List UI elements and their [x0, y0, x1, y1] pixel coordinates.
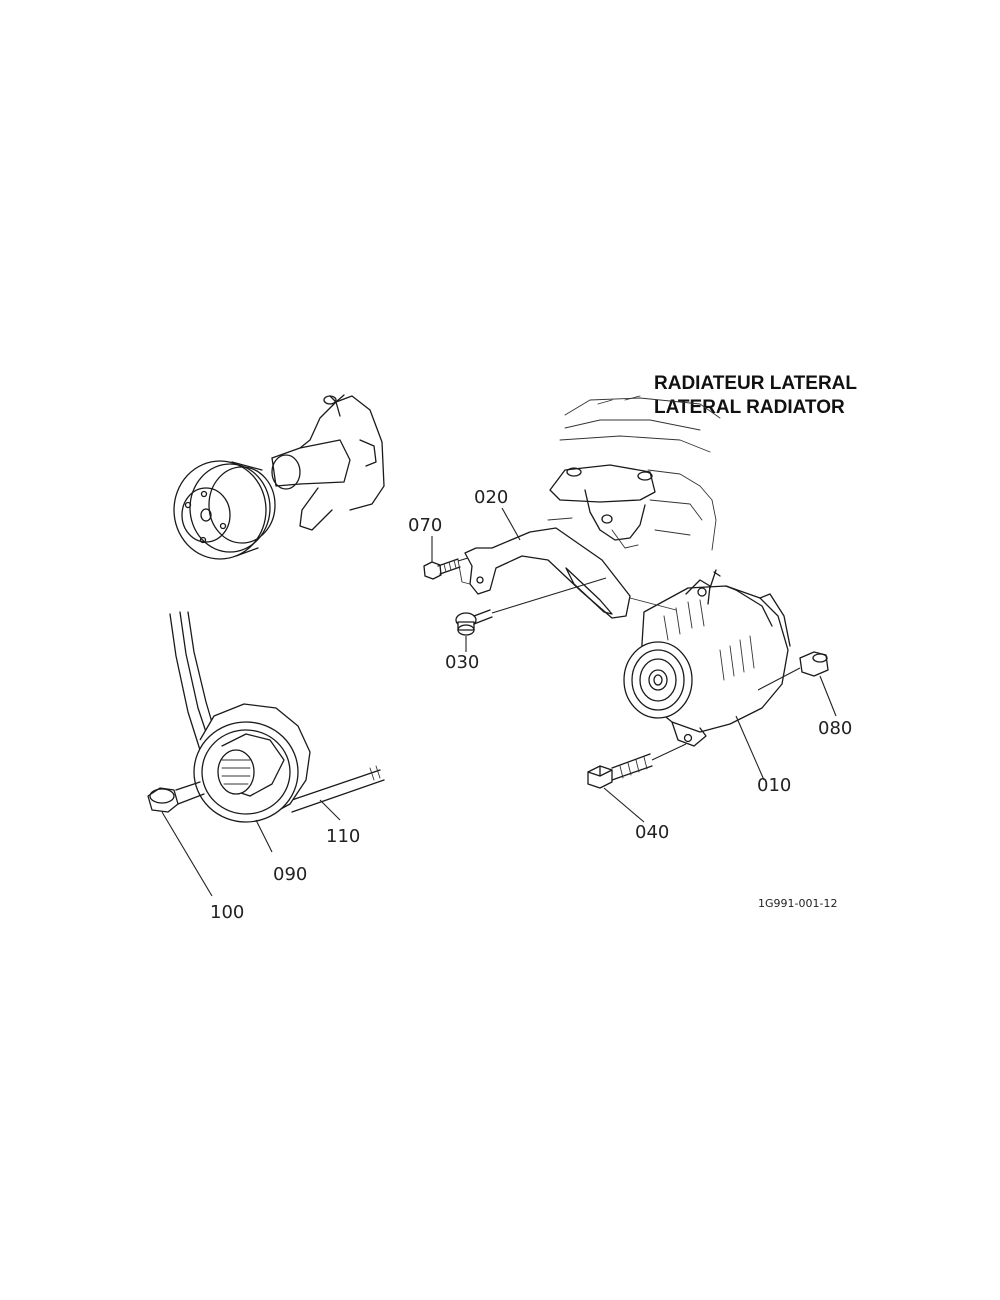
water-pump-drawing — [173, 394, 385, 560]
callout-070: 070 — [408, 515, 442, 536]
callout-080: 080 — [818, 718, 852, 739]
drawing-reference-code: 1G991-001-12 — [758, 897, 837, 910]
thermostat-housing-drawing — [547, 464, 656, 549]
fan-belt-drawing — [169, 611, 385, 821]
crank-pulley-drawing — [193, 703, 311, 853]
callout-100: 100 — [210, 902, 244, 923]
bolt-030-drawing — [455, 577, 607, 636]
callout-020: 020 — [474, 487, 508, 508]
pulley-bolt-100-drawing — [147, 781, 213, 897]
callout-010: 010 — [757, 775, 791, 796]
engine-block-drawing — [559, 395, 721, 551]
spacer-080-drawing — [799, 651, 829, 677]
title-block: RADIATEUR LATERAL LATERAL RADIATOR — [654, 373, 857, 418]
callout-090: 090 — [273, 864, 307, 885]
title-line-french: RADIATEUR LATERAL — [654, 373, 857, 394]
adjusting-bracket-drawing — [457, 527, 631, 619]
bolt-070-drawing — [423, 557, 469, 580]
callout-040: 040 — [635, 822, 669, 843]
bolt-040-drawing — [587, 743, 687, 789]
title-line-english: LATERAL RADIATOR — [654, 397, 845, 418]
callout-110: 110 — [326, 826, 360, 847]
callout-labels: 020 070 030 080 010 040 110 090 100 — [210, 487, 852, 923]
callout-030: 030 — [445, 652, 479, 673]
alternator-drawing — [623, 569, 801, 781]
